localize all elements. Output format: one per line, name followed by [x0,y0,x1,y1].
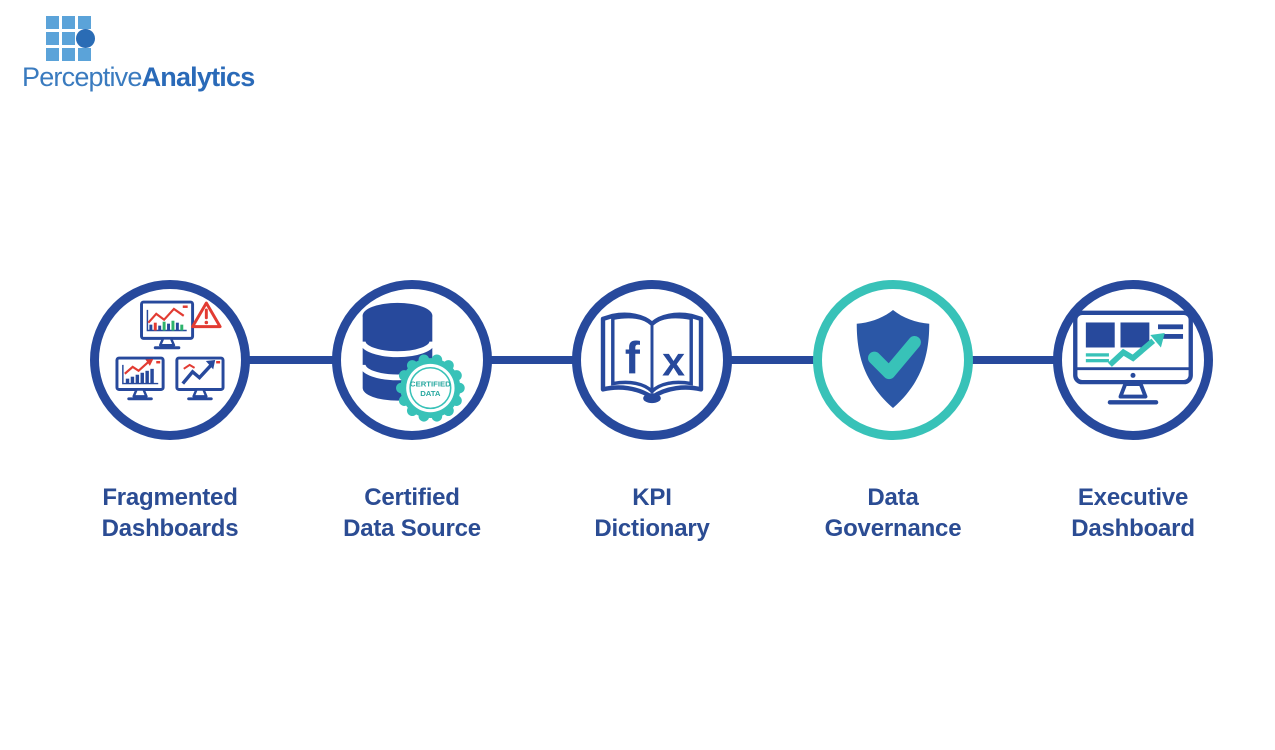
label-line: Dashboard [1071,515,1195,542]
logo-grid-square [62,32,75,45]
badge-text-line1: CERTIFIED [410,380,451,389]
executive-dashboard-monitor-icon [1073,310,1193,405]
step-circle: f x [572,280,732,440]
logo-grid-square [62,16,75,29]
formula-letter-f: f [625,333,641,384]
logo: PerceptiveAnalytics [22,16,256,92]
badge-text-line2: DATA [420,389,441,398]
step-fragmented-dashboards: Fragmented Dashboards [60,280,280,544]
step-certified-data-source: CERTIFIED DATA Certified Data Source [302,280,522,544]
step-circle [90,280,250,440]
logo-grid-circle [76,29,95,48]
label-line: Data [867,484,919,511]
brand-name-perceptive: Perceptive [22,62,142,92]
kpi-formula-book-icon: f x [600,312,704,404]
step-label-certified-data-source: Certified Data Source [302,482,522,544]
step-data-governance: Data Governance [783,280,1003,544]
step-circle [1053,280,1213,440]
logo-grid-square [78,16,91,29]
logo-grid-square [46,16,59,29]
logo-grid-square [46,32,59,45]
brand-name-analytics: Analytics [141,62,256,92]
label-line: Fragmented [102,484,238,511]
label-line: Certified [364,484,460,511]
certified-database-icon: CERTIFIED DATA [359,302,465,422]
step-kpi-dictionary: f x KPI Dictionary [542,280,762,544]
step-label-fragmented-dashboards: Fragmented Dashboards [60,482,280,544]
perceptive-analytics-grid-logo-icon [46,16,95,61]
step-label-data-governance: Data Governance [783,482,1003,544]
logo-grid-square [62,48,75,61]
label-line: KPI [632,484,672,511]
step-label-executive-dashboard: Executive Dashboard [1023,482,1243,544]
certified-data-badge: CERTIFIED DATA [396,354,465,422]
step-circle: CERTIFIED DATA [332,280,492,440]
logo-grid-square [78,48,91,61]
logo-grid-square [46,48,59,61]
checkmark-icon [868,335,921,380]
growth-arrow-icon [1107,338,1156,367]
label-line: Governance [824,515,962,542]
label-line: Executive [1077,484,1189,511]
step-label-kpi-dictionary: KPI Dictionary [542,482,762,544]
label-line: Dictionary [594,515,710,542]
governance-shield-check-icon [856,310,930,409]
step-executive-dashboard: Executive Dashboard [1023,280,1243,544]
label-line: Data Source [343,515,481,542]
step-circle [813,280,973,440]
brand-name: PerceptiveAnalytics [22,62,256,92]
label-line: Dashboards [101,515,239,542]
formula-letter-x: x [662,339,685,385]
fragmented-dashboards-monitors-icon [115,300,225,401]
